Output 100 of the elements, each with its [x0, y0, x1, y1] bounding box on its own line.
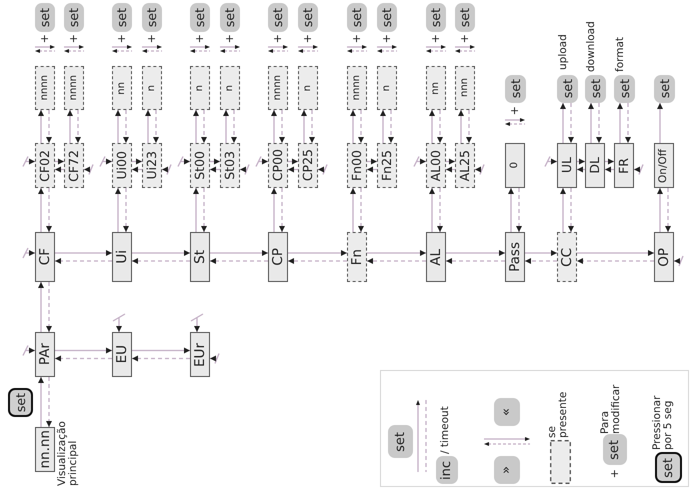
dashed-arrow: [525, 258, 557, 264]
set-key: set: [347, 3, 367, 32]
display-box: FR: [614, 143, 634, 188]
display-box: PAr: [35, 332, 55, 377]
dashed-display-box: n: [142, 66, 162, 110]
dashed-arrow: [46, 377, 52, 427]
dashed-arrow: [153, 110, 159, 143]
wrap-around-arrow: [317, 164, 328, 176]
dashed-arrow: [210, 258, 268, 264]
set-key: set: [505, 75, 526, 103]
plus-sign: +: [270, 33, 286, 44]
dashed-display-box: St03: [220, 143, 240, 188]
arrow: [193, 188, 199, 232]
plus-sign: +: [192, 33, 208, 44]
legend-text: Pressionar por 5 seg: [652, 394, 676, 450]
arrow: [429, 188, 435, 232]
dashed-display-box: Ui23: [142, 143, 162, 188]
plus-sign: +: [507, 105, 522, 116]
wrap-around-arrow: [190, 313, 204, 333]
arrow: [193, 110, 199, 143]
arrow: [458, 110, 464, 143]
set-key: set: [64, 3, 84, 32]
wrap-around-arrow: [633, 164, 644, 176]
display-box: CF: [35, 232, 55, 282]
dashed-display-box: n: [220, 66, 240, 110]
wrap-around-arrow: [673, 255, 684, 267]
display-box: EU: [112, 332, 132, 377]
arrow: [657, 188, 663, 232]
set-key: set: [220, 3, 240, 32]
dashed-arrow: [596, 103, 602, 143]
caption-text: format: [615, 36, 627, 72]
dashed-arrow: [231, 110, 237, 143]
dashed-display-box: CF72: [64, 143, 84, 188]
set-key: set: [8, 388, 33, 417]
dashed-arrow: [358, 188, 364, 232]
dashed-display-box: CF02: [35, 143, 55, 188]
arrow: [301, 110, 307, 143]
arrow: [38, 377, 44, 427]
dashed-arrow: [625, 103, 631, 143]
arrow: [38, 282, 44, 332]
wrap-around-arrow: [22, 247, 36, 259]
arrow: [132, 250, 190, 256]
wrap-around-arrow: [255, 156, 269, 168]
wrap-around-arrow: [209, 352, 220, 364]
dashed-arrow: [568, 103, 574, 143]
wrap-around-arrow: [22, 156, 36, 168]
dashed-display-box: nnn: [455, 66, 475, 110]
plus-sign: +: [114, 33, 130, 44]
arrow: [55, 158, 64, 164]
display-box: Pass: [505, 232, 525, 282]
display-box: OP: [654, 232, 674, 282]
dashed-display-box: CP25: [298, 143, 318, 188]
dashed-arrow: [132, 356, 190, 362]
arrow: [429, 110, 435, 143]
arrow: [288, 250, 347, 256]
plus-sign: +: [66, 33, 82, 44]
dashed-display-box: Fn: [347, 232, 367, 282]
dashed-arrow: [55, 166, 64, 172]
arrow: [210, 250, 268, 256]
plus-sign: +: [608, 468, 622, 480]
arrow: [446, 158, 455, 164]
arrow: [132, 348, 190, 354]
dashed-arrow: [123, 188, 129, 232]
dashed-arrow: [132, 258, 190, 264]
dashed-display-box: CP00: [268, 143, 288, 188]
dashed-arrow: [288, 166, 298, 172]
arrow: [145, 110, 151, 143]
display-box: Ui: [112, 232, 132, 282]
dashed-arrow: [309, 110, 315, 143]
display-box: AL: [426, 232, 446, 282]
arrow: [132, 158, 142, 164]
dashed-arrow: [568, 188, 574, 232]
button-key: inc: [436, 456, 458, 484]
dashed-display-box: nnnn: [64, 66, 84, 110]
wrap-around-arrow: [99, 156, 113, 168]
arrow: [38, 188, 44, 232]
dashed-arrow: [437, 188, 443, 232]
dashed-arrow: [577, 258, 654, 264]
dashed-arrow: [132, 166, 142, 172]
dashed-display-box: n: [190, 66, 210, 110]
display-box: nn.nn: [35, 427, 55, 472]
dashed-arrow: [279, 110, 285, 143]
dashed-arrow: [516, 188, 522, 232]
plus-sign: +: [222, 33, 238, 44]
arrow: [223, 110, 229, 143]
plus-sign: +: [300, 33, 316, 44]
arrow: [367, 250, 426, 256]
plus-sign: +: [428, 33, 444, 44]
caption-text: Visualização principal: [57, 420, 80, 486]
display-box: St: [190, 232, 210, 282]
dashed-display-box: St00: [190, 143, 210, 188]
arrow: [577, 250, 654, 256]
dashed-arrow: [437, 110, 443, 143]
dashed-arrow: [446, 166, 455, 172]
arrow: [288, 158, 298, 164]
legend-text: / timeout: [440, 405, 452, 454]
set-key: set: [455, 3, 475, 32]
arrow: [657, 103, 663, 143]
button-key: set: [388, 425, 413, 458]
dashed-display-box: Ui00: [112, 143, 132, 188]
